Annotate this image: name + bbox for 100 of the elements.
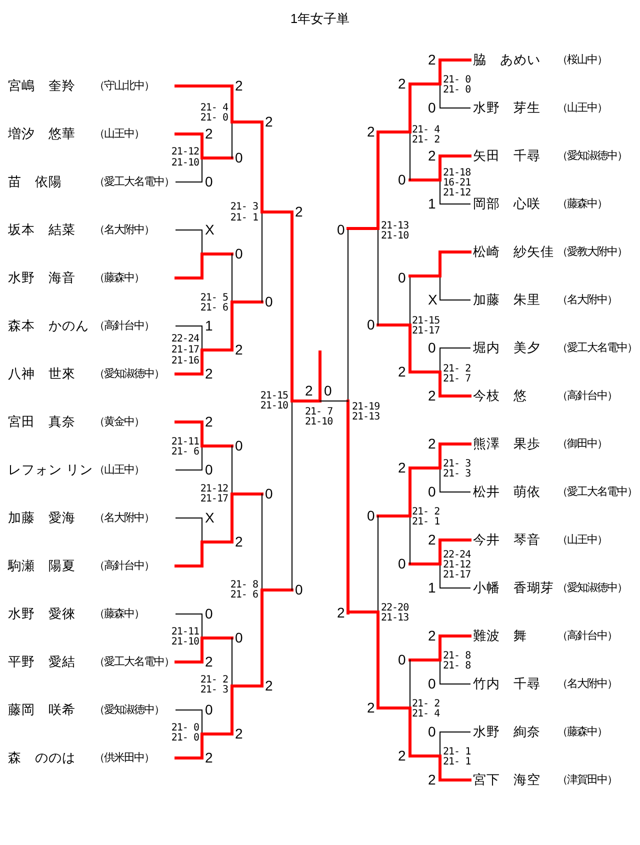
set-score: 21- 8 — [443, 650, 471, 662]
player-name: 水野 芽生 — [473, 100, 540, 116]
set-score: 22-24 — [443, 550, 471, 560]
game-score: 2 — [205, 654, 213, 670]
school-name: （名大附中） — [557, 678, 617, 690]
player-name: 水野 海音 — [8, 270, 76, 286]
game-score: 0 — [428, 340, 436, 356]
school-name: （愛知淑徳中） — [94, 704, 164, 716]
set-score: 21- 1 — [443, 746, 471, 758]
player-name: 宮田 真奈 — [8, 414, 76, 430]
title: 1年女子単 — [289, 10, 351, 28]
game-score: 2 — [428, 52, 436, 68]
game-score: 0 — [265, 294, 273, 310]
game-score: 2 — [367, 124, 375, 140]
player-name: 宮下 海空 — [473, 772, 540, 788]
set-score: 21-13 — [381, 612, 409, 624]
game-score: 2 — [205, 126, 213, 142]
school-name: （藤森中） — [94, 272, 144, 284]
game-score: 2 — [398, 76, 406, 92]
school-name: （山王中） — [557, 102, 607, 114]
set-score: 21-12 — [443, 560, 471, 570]
game-score: X — [428, 292, 438, 308]
school-name: （愛知淑徳中） — [557, 150, 627, 162]
set-score: 21- 0 — [443, 84, 471, 96]
game-score: 0 — [205, 462, 213, 478]
player-name: 駒瀬 陽夏 — [8, 558, 76, 574]
game-score: 2 — [398, 364, 406, 380]
player-name: 森本 かのん — [8, 318, 89, 334]
school-name: （愛工大名電中） — [557, 342, 637, 354]
school-name: （藤森中） — [94, 608, 144, 620]
set-score: 21- 3 — [443, 458, 471, 470]
school-name: （高針台中） — [557, 390, 617, 402]
school-name: （高針台中） — [94, 560, 154, 572]
game-score: X — [205, 222, 214, 238]
set-score: 16-21 — [443, 178, 471, 188]
player-name: 八神 世來 — [8, 366, 76, 382]
player-name: 水野 愛徠 — [8, 606, 76, 622]
player-name: 岡部 心咲 — [473, 196, 540, 212]
set-score: 21-17 — [412, 326, 440, 336]
game-score: 2 — [235, 342, 243, 358]
game-score: 0 — [367, 317, 375, 333]
game-score: 2 — [305, 383, 313, 399]
game-score: 0 — [324, 383, 332, 399]
set-score: 21- 6 — [171, 446, 199, 458]
player-name: 藤岡 咲希 — [8, 702, 76, 718]
game-score: 2 — [235, 534, 243, 550]
game-score: 2 — [428, 772, 436, 788]
game-score: 0 — [265, 486, 273, 502]
player-name: 苗 依陽 — [8, 174, 62, 190]
game-score: 2 — [205, 414, 213, 430]
game-score: 2 — [205, 750, 213, 766]
game-score: 0 — [295, 582, 303, 598]
set-score: 21- 4 — [412, 708, 440, 720]
set-score: 21- 2 — [412, 134, 440, 146]
player-name: 加藤 愛海 — [8, 510, 76, 526]
set-score: 21-12 — [443, 188, 471, 198]
game-score: 0 — [205, 606, 213, 622]
game-score: 1 — [428, 196, 436, 212]
set-score: 21-13 — [381, 220, 409, 232]
school-name: （藤森中） — [557, 198, 607, 210]
set-score: 21- 7 — [443, 374, 471, 384]
set-score: 21-10 — [381, 230, 409, 242]
game-score: 0 — [337, 222, 345, 238]
school-name: （山王中） — [94, 464, 144, 476]
player-name: 松井 萌依 — [473, 484, 540, 500]
player-name: 竹内 千尋 — [473, 676, 540, 692]
school-name: （高針台中） — [557, 630, 617, 642]
game-score: 2 — [235, 78, 243, 94]
set-score: 21- 3 — [230, 202, 258, 212]
game-score: 0 — [428, 724, 436, 740]
game-score: 2 — [265, 114, 273, 130]
player-name: 宮嶋 奎羚 — [8, 78, 76, 94]
set-score: 21- 6 — [230, 590, 258, 600]
game-score: 0 — [235, 246, 243, 262]
game-score: 2 — [428, 532, 436, 548]
set-score: 21- 6 — [200, 302, 228, 314]
game-score: 0 — [235, 150, 243, 166]
set-score: 21-12 — [200, 484, 228, 494]
set-score: 21- 2 — [412, 506, 440, 518]
player-name: 平野 愛結 — [8, 654, 76, 670]
player-name: 堀内 美夕 — [473, 340, 540, 356]
school-name: （供米田中） — [94, 752, 154, 764]
game-score: 2 — [398, 748, 406, 764]
set-score: 21- 4 — [412, 124, 440, 136]
school-name: （名大附中） — [94, 224, 154, 236]
game-score: 2 — [398, 460, 406, 476]
game-score: 2 — [235, 726, 243, 742]
game-score: 2 — [367, 700, 375, 716]
set-score: 21- 3 — [443, 468, 471, 480]
set-score: 21- 2 — [412, 698, 440, 710]
set-score: 21-17 — [200, 494, 228, 504]
player-name: 水野 絢奈 — [473, 724, 540, 740]
set-score: 21-16 — [171, 356, 199, 366]
set-score: 21-11 — [171, 626, 199, 638]
set-score: 21-10 — [260, 400, 288, 412]
set-score: 21-12 — [171, 146, 199, 158]
game-score: 0 — [428, 484, 436, 500]
set-score: 21-15 — [260, 390, 288, 402]
school-name: （津賀田中） — [557, 774, 617, 786]
set-score: 21-15 — [412, 316, 440, 326]
